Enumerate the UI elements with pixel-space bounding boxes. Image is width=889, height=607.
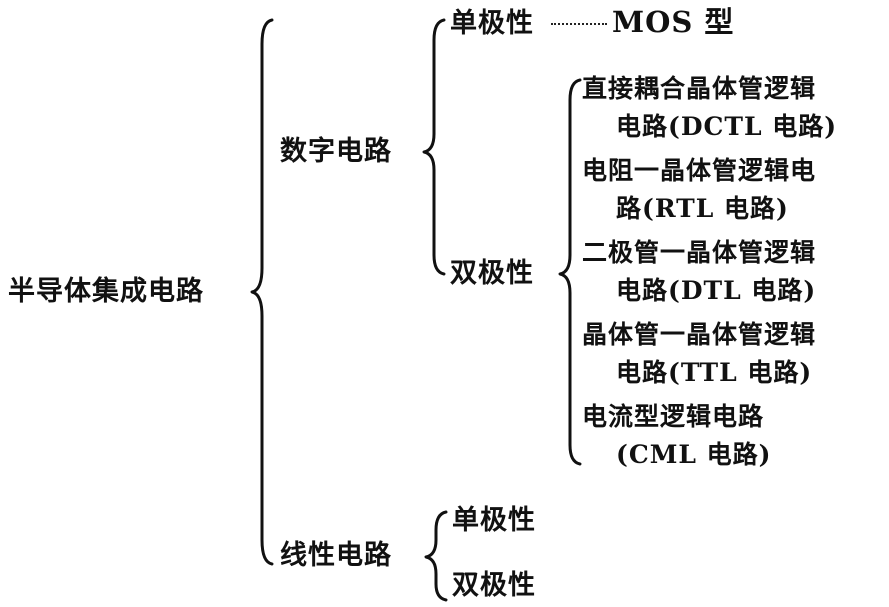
bipolar-item-dctl: 直接耦合晶体管逻辑 电路(DCTL 电路) xyxy=(582,74,838,141)
dotted-connector xyxy=(551,23,607,25)
digital-unipolar-label: 单极性 xyxy=(450,8,534,39)
linear-bipolar-label: 双极性 xyxy=(452,570,536,601)
root-label: 半导体集成电路 xyxy=(8,276,204,307)
linear-label: 线性电路 xyxy=(280,540,392,571)
mos-type-label: MOS 型 xyxy=(612,5,735,39)
bipolar-item-rtl: 电阻一晶体管逻辑电 路(RTL 电路) xyxy=(582,156,817,223)
digital-bipolar-label: 双极性 xyxy=(450,258,534,289)
digital-brace xyxy=(422,18,446,276)
bipolar-brace xyxy=(558,78,582,466)
linear-unipolar-label: 单极性 xyxy=(452,505,536,536)
bipolar-item-ttl: 晶体管一晶体管逻辑 电路(TTL 电路) xyxy=(582,320,817,387)
root-brace xyxy=(250,18,274,566)
linear-brace xyxy=(424,510,448,602)
bipolar-item-dtl: 二极管一晶体管逻辑 电路(DTL 电路) xyxy=(582,238,817,305)
bipolar-item-cml: 电流型逻辑电路 (CML 电路) xyxy=(582,402,772,469)
digital-label: 数字电路 xyxy=(280,136,392,167)
